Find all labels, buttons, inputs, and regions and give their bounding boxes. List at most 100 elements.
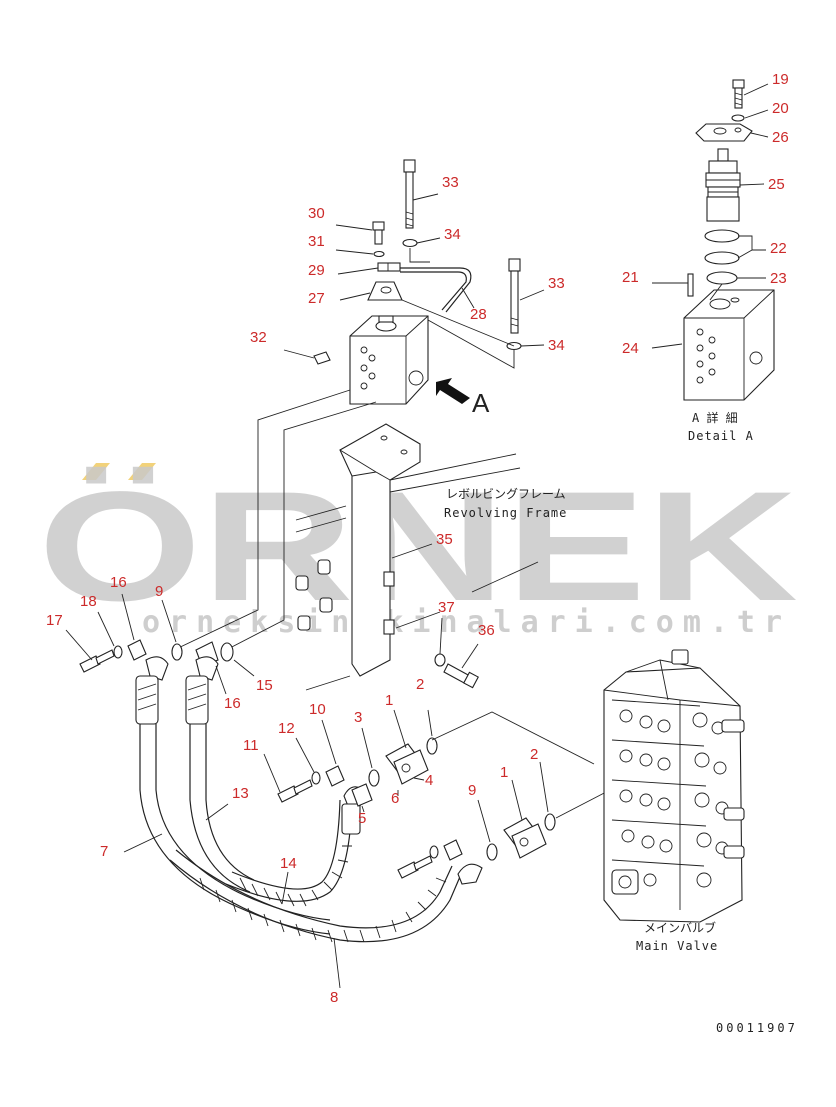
split-flange-16a[interactable]: [127, 639, 147, 661]
hose-8[interactable]: [169, 849, 483, 943]
part-label-9a[interactable]: 9: [155, 583, 163, 600]
flange-plate-26[interactable]: [695, 123, 753, 142]
washer-20[interactable]: [731, 114, 745, 122]
split-flange-5[interactable]: [351, 783, 373, 807]
part-label-26[interactable]: 26: [772, 129, 789, 146]
detail-a-group: [651, 79, 775, 401]
bolt-36[interactable]: [443, 663, 479, 689]
part-label-35[interactable]: 35: [436, 531, 453, 548]
part-label-15[interactable]: 15: [256, 677, 273, 694]
part-label-10[interactable]: 10: [309, 701, 326, 718]
o-ring-2b[interactable]: [544, 813, 556, 831]
part-label-1a[interactable]: 1: [385, 692, 393, 709]
part-label-6[interactable]: 6: [391, 790, 399, 807]
part-label-30[interactable]: 30: [308, 205, 325, 222]
part-label-34b[interactable]: 34: [548, 337, 565, 354]
part-label-21[interactable]: 21: [622, 269, 639, 286]
washer-12[interactable]: [311, 771, 321, 785]
frame-label-jp: レボルビングフレーム: [446, 487, 566, 501]
flange-adapter-4[interactable]: [385, 743, 429, 785]
tube-28[interactable]: [400, 267, 472, 313]
o-ring-3[interactable]: [368, 769, 380, 787]
part-label-16b[interactable]: 16: [224, 695, 241, 712]
washer-34a[interactable]: [402, 238, 418, 248]
hose-14[interactable]: [225, 786, 367, 907]
part-label-37[interactable]: 37: [438, 599, 455, 616]
part-label-27[interactable]: 27: [308, 290, 325, 307]
part-label-2b[interactable]: 2: [530, 746, 538, 763]
part-label-20[interactable]: 20: [772, 100, 789, 117]
bracket-27[interactable]: [367, 281, 403, 301]
view-marker: A: [472, 388, 490, 418]
washer-31[interactable]: [373, 250, 385, 258]
split-flange-10[interactable]: [325, 765, 345, 787]
bolt-lower[interactable]: [397, 855, 433, 879]
o-ring-2a[interactable]: [426, 737, 438, 755]
part-label-19[interactable]: 19: [772, 71, 789, 88]
part-label-34a[interactable]: 34: [444, 226, 461, 243]
part-label-2a[interactable]: 2: [416, 676, 424, 693]
part-label-7[interactable]: 7: [100, 843, 108, 860]
view-arrow-a: [436, 378, 470, 404]
part-label-32[interactable]: 32: [250, 329, 267, 346]
washer-18[interactable]: [113, 645, 123, 659]
part-label-16a[interactable]: 16: [110, 574, 127, 591]
part-label-22[interactable]: 22: [770, 240, 787, 257]
part-label-29[interactable]: 29: [308, 262, 325, 279]
part-label-36[interactable]: 36: [478, 622, 495, 639]
o-ring-22a[interactable]: [704, 229, 740, 243]
o-ring-22b[interactable]: [704, 251, 740, 265]
part-label-13[interactable]: 13: [232, 785, 249, 802]
o-ring-9b[interactable]: [486, 843, 498, 861]
part-label-23[interactable]: 23: [770, 270, 787, 287]
bolt-30[interactable]: [372, 221, 385, 245]
watermark: ÖRNEK orneksinakinalari.com.tr: [38, 460, 798, 640]
pilot-valve-block[interactable]: [349, 315, 429, 405]
part-label-9b[interactable]: 9: [468, 782, 476, 799]
bracket-35[interactable]: [339, 423, 421, 677]
main-valve[interactable]: [603, 649, 745, 923]
clamp-29[interactable]: [377, 262, 401, 272]
detail-label-en: Detail A: [688, 429, 754, 443]
o-ring-23[interactable]: [706, 271, 738, 285]
valve-block-24[interactable]: [683, 289, 775, 401]
part-label-5[interactable]: 5: [358, 810, 366, 827]
part-label-8[interactable]: 8: [330, 989, 338, 1006]
bolt-11[interactable]: [277, 779, 313, 803]
washer-37[interactable]: [434, 653, 446, 667]
part-label-1b[interactable]: 1: [500, 764, 508, 781]
cartridge-25[interactable]: [705, 148, 741, 222]
part-label-3[interactable]: 3: [354, 709, 362, 726]
part-label-28[interactable]: 28: [470, 306, 487, 323]
mount-cylinders[interactable]: [295, 559, 333, 631]
part-label-25[interactable]: 25: [768, 176, 785, 193]
o-ring-15[interactable]: [220, 642, 234, 662]
washer-lower[interactable]: [429, 845, 439, 859]
drawing-number: 00011907: [716, 1021, 798, 1035]
o-ring-9a[interactable]: [171, 643, 183, 661]
part-label-4[interactable]: 4: [425, 772, 433, 789]
fitting-32[interactable]: [313, 351, 331, 365]
part-label-31[interactable]: 31: [308, 233, 325, 250]
long-bolt-33a[interactable]: [403, 159, 416, 229]
part-label-17[interactable]: 17: [46, 612, 63, 629]
frame-label-en: Revolving Frame: [444, 506, 567, 520]
bolt-19[interactable]: [732, 79, 745, 109]
bolt-17[interactable]: [79, 649, 115, 673]
part-label-14[interactable]: 14: [280, 855, 297, 872]
hose-7[interactable]: [135, 656, 331, 935]
long-bolt-33b[interactable]: [508, 258, 521, 334]
split-flange-lower[interactable]: [443, 839, 463, 861]
part-label-18[interactable]: 18: [80, 593, 97, 610]
part-label-33b[interactable]: 33: [548, 275, 565, 292]
watermark-brand: ÖRNEK: [38, 460, 798, 634]
hose-13[interactable]: [185, 656, 255, 893]
part-label-12[interactable]: 12: [278, 720, 295, 737]
part-label-33a[interactable]: 33: [442, 174, 459, 191]
part-label-11[interactable]: 11: [243, 737, 259, 754]
flange-adapter-1b[interactable]: [503, 817, 547, 859]
pin-21[interactable]: [687, 273, 694, 297]
part-label-24[interactable]: 24: [622, 340, 639, 357]
valve-label-jp: メインバルブ: [644, 920, 716, 935]
